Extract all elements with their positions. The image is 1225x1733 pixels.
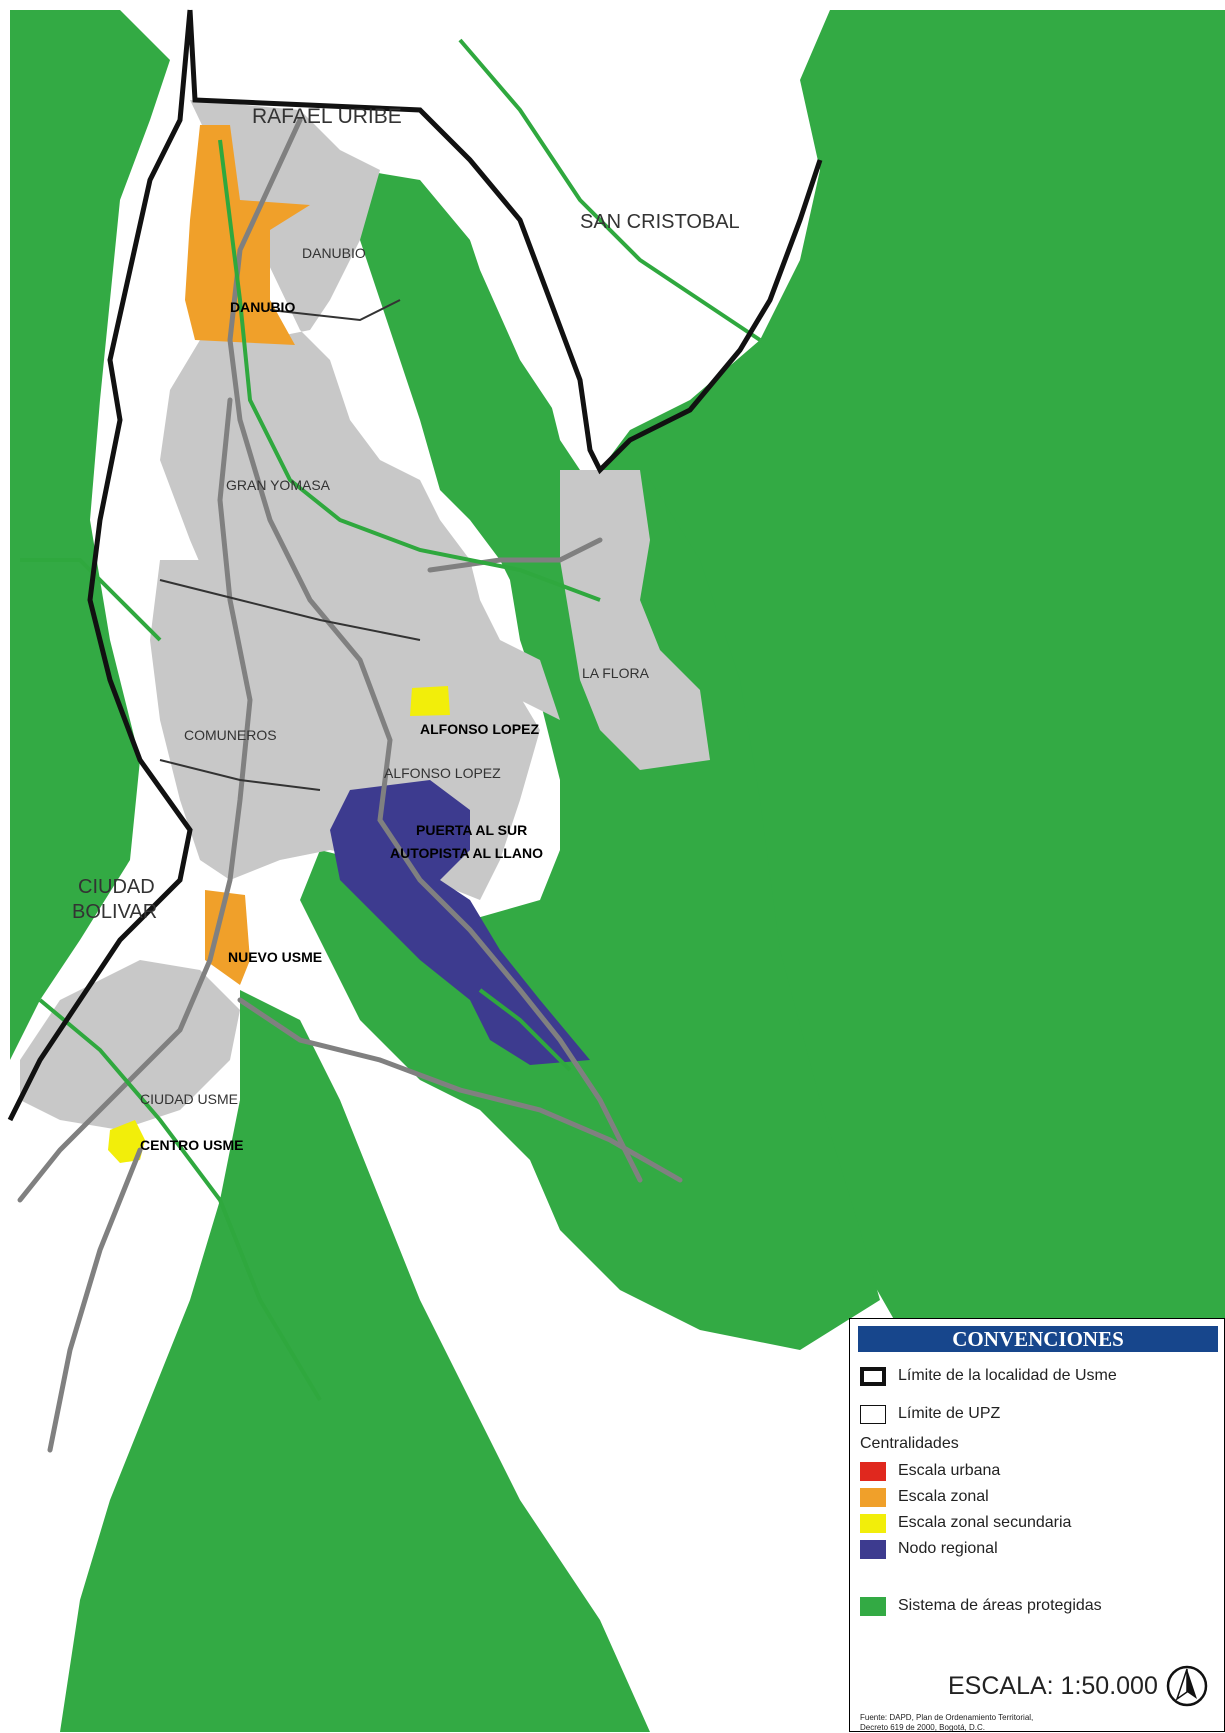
protected-area-south bbox=[60, 990, 650, 1732]
label-centrality-alfonso-lopez: ALFONSO LOPEZ bbox=[420, 721, 539, 737]
river-1 bbox=[218, 139, 601, 602]
upz-boundaries bbox=[159, 299, 421, 791]
label-upz-danubio: DANUBIO bbox=[302, 245, 366, 261]
label-bolivar: BOLIVAR bbox=[72, 901, 157, 923]
centrality-centro-usme bbox=[108, 1120, 145, 1163]
legend-row-nodo-regional: Nodo regional bbox=[860, 1538, 998, 1560]
river-2 bbox=[458, 38, 762, 342]
protected-area-center bbox=[300, 170, 880, 1350]
centrality-nuevo-usme bbox=[205, 890, 250, 985]
legend-row-escala-zonal-secundaria: Escala zonal secundaria bbox=[860, 1512, 1071, 1534]
centrality-alfonso-lopez bbox=[410, 686, 450, 716]
north-arrow-icon bbox=[1166, 1665, 1208, 1707]
legend-label-upz: Límite de UPZ bbox=[898, 1405, 1001, 1422]
road-south bbox=[237, 997, 683, 1183]
river-5 bbox=[478, 988, 572, 1072]
legend-swatch-nodo-regional bbox=[860, 1539, 886, 1559]
road-southwest bbox=[47, 1147, 143, 1453]
legend-section-centralidades: Centralidades bbox=[860, 1435, 959, 1452]
scale-label: ESCALA: 1:50.000 bbox=[948, 1671, 1158, 1700]
legend-swatch-areas-protegidas bbox=[860, 1596, 886, 1616]
label-upz-comuneros: COMUNEROS bbox=[184, 727, 277, 743]
legend-row-upz: Límite de UPZ bbox=[860, 1403, 1000, 1425]
upz-boundary-comuneros bbox=[159, 759, 321, 791]
label-ciudad: CIUDAD bbox=[78, 876, 155, 898]
label-upz-la-flora: LA FLORA bbox=[582, 665, 650, 681]
upz-boundary-danubio bbox=[269, 299, 401, 322]
road-network bbox=[17, 117, 683, 1453]
legend-label-escala-zonal: Escala zonal bbox=[898, 1488, 989, 1505]
legend-label-nodo-regional: Nodo regional bbox=[898, 1540, 998, 1557]
legend-row-escala-urbana: Escala urbana bbox=[860, 1460, 1000, 1482]
legend-swatch-localidad bbox=[860, 1366, 886, 1386]
legend-row-localidad: Límite de la localidad de Usme bbox=[860, 1365, 1117, 1387]
urban-area-la-flora bbox=[560, 470, 710, 770]
label-rafael-uribe: RAFAEL URIBE bbox=[252, 105, 402, 128]
river-4 bbox=[38, 998, 322, 1402]
label-centrality-puerta-al-sur: PUERTA AL SUR bbox=[416, 822, 527, 838]
road-west bbox=[17, 397, 253, 1203]
legend-swatch-upz bbox=[860, 1404, 886, 1424]
legend-label-localidad: Límite de la localidad de Usme bbox=[898, 1367, 1117, 1384]
label-upz-gran-yomasa: GRAN YOMASA bbox=[226, 477, 331, 493]
protected-areas bbox=[10, 10, 1225, 1732]
source-line-1: Fuente: DAPD, Plan de Ordenamiento Terri… bbox=[860, 1713, 1034, 1722]
legend-swatch-escala-zonal bbox=[860, 1487, 886, 1507]
protected-area-east bbox=[600, 10, 1225, 1732]
locality-boundary bbox=[7, 9, 823, 1122]
label-san-cristobal: SAN CRISTOBAL bbox=[580, 211, 740, 233]
legend-row-escala-zonal: Escala zonal bbox=[860, 1486, 989, 1508]
legend-label-escala-urbana: Escala urbana bbox=[898, 1462, 1001, 1479]
legend-swatch-escala-zonal-secundaria bbox=[860, 1513, 886, 1533]
legend-label-areas-protegidas: Sistema de áreas protegidas bbox=[898, 1597, 1102, 1614]
scale-bar: ESCALA: 1:50.000 bbox=[948, 1665, 1208, 1707]
legend-label-escala-zonal-secundaria: Escala zonal secundaria bbox=[898, 1514, 1072, 1531]
legend-panel: CONVENCIONES Límite de la localidad de U… bbox=[849, 1318, 1225, 1732]
label-centrality-nuevo-usme: NUEVO USME bbox=[228, 949, 322, 965]
road-main bbox=[227, 117, 643, 1183]
source-line-2: Decreto 619 de 2000, Bogotá, D.C. bbox=[860, 1723, 985, 1732]
label-upz-ciudad-usme: CIUDAD USME bbox=[140, 1091, 238, 1107]
road-east-link bbox=[427, 537, 603, 573]
label-centrality-danubio: DANUBIO bbox=[230, 299, 295, 315]
legend-swatch-escala-urbana bbox=[860, 1461, 886, 1481]
river-network bbox=[20, 38, 762, 1402]
source-note: Fuente: DAPD, Plan de Ordenamiento Terri… bbox=[860, 1713, 1033, 1733]
river-3 bbox=[20, 558, 162, 642]
legend-row-areas-protegidas: Sistema de áreas protegidas bbox=[860, 1595, 1102, 1617]
legend-title: CONVENCIONES bbox=[858, 1326, 1218, 1352]
label-upz-alfonso-lopez: ALFONSO LOPEZ bbox=[384, 765, 501, 781]
label-centrality-centro-usme: CENTRO USME bbox=[140, 1137, 243, 1153]
protected-area-north bbox=[440, 20, 800, 420]
label-centrality-autopista-al-llano: AUTOPISTA AL LLANO bbox=[390, 845, 543, 861]
protected-area-west bbox=[10, 10, 170, 1060]
urban-area-usme bbox=[20, 960, 240, 1130]
upz-boundary-yomasa bbox=[159, 579, 421, 641]
